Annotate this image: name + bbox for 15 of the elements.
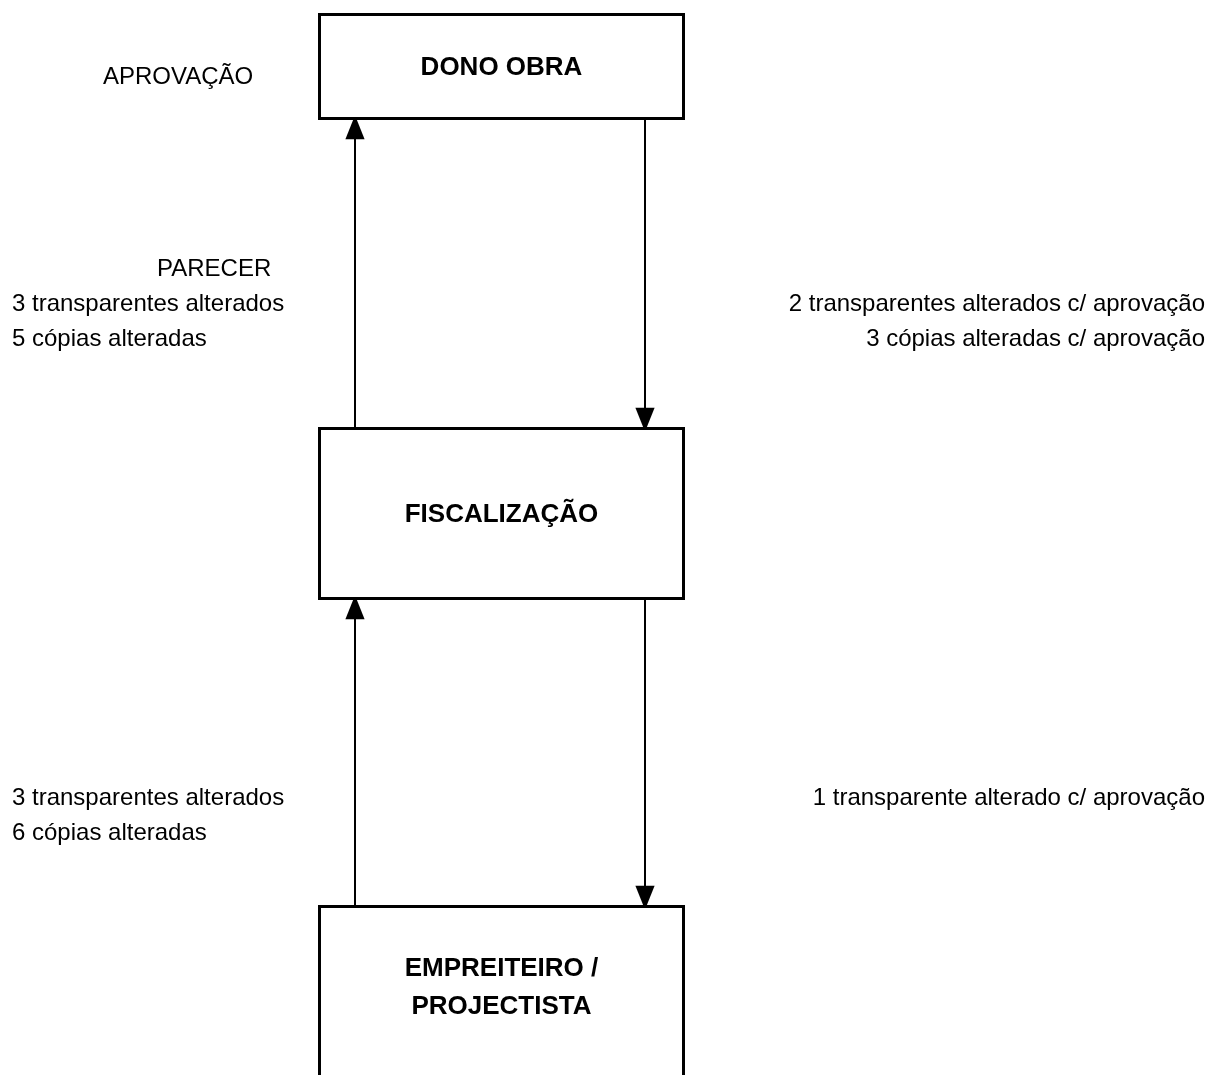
annotation: 2 transparentes alterados c/ aprovação: [788, 291, 1205, 315]
box-label: FISCALIZAÇÃO: [404, 496, 599, 530]
annotation: 3 transparentes alterados: [12, 785, 285, 809]
process-box: [318, 427, 685, 600]
annotation: 3 cópias alteradas c/ aprovação: [866, 326, 1205, 350]
box-label: EMPREITEIRO / PROJECTISTA: [403, 950, 600, 1022]
annotation: 6 cópias alteradas: [12, 820, 207, 844]
box-label: DONO OBRA: [420, 49, 583, 83]
annotation: 3 transparentes alterados: [12, 291, 285, 315]
node-caption: APROVAÇÃO: [103, 64, 254, 88]
process-box: [318, 905, 685, 1075]
annotation: 5 cópias alteradas: [12, 326, 207, 350]
process-box: [318, 13, 685, 120]
annotation: 1 transparente alterado c/ aprovação: [812, 785, 1205, 809]
annotation: PARECER: [157, 256, 272, 280]
